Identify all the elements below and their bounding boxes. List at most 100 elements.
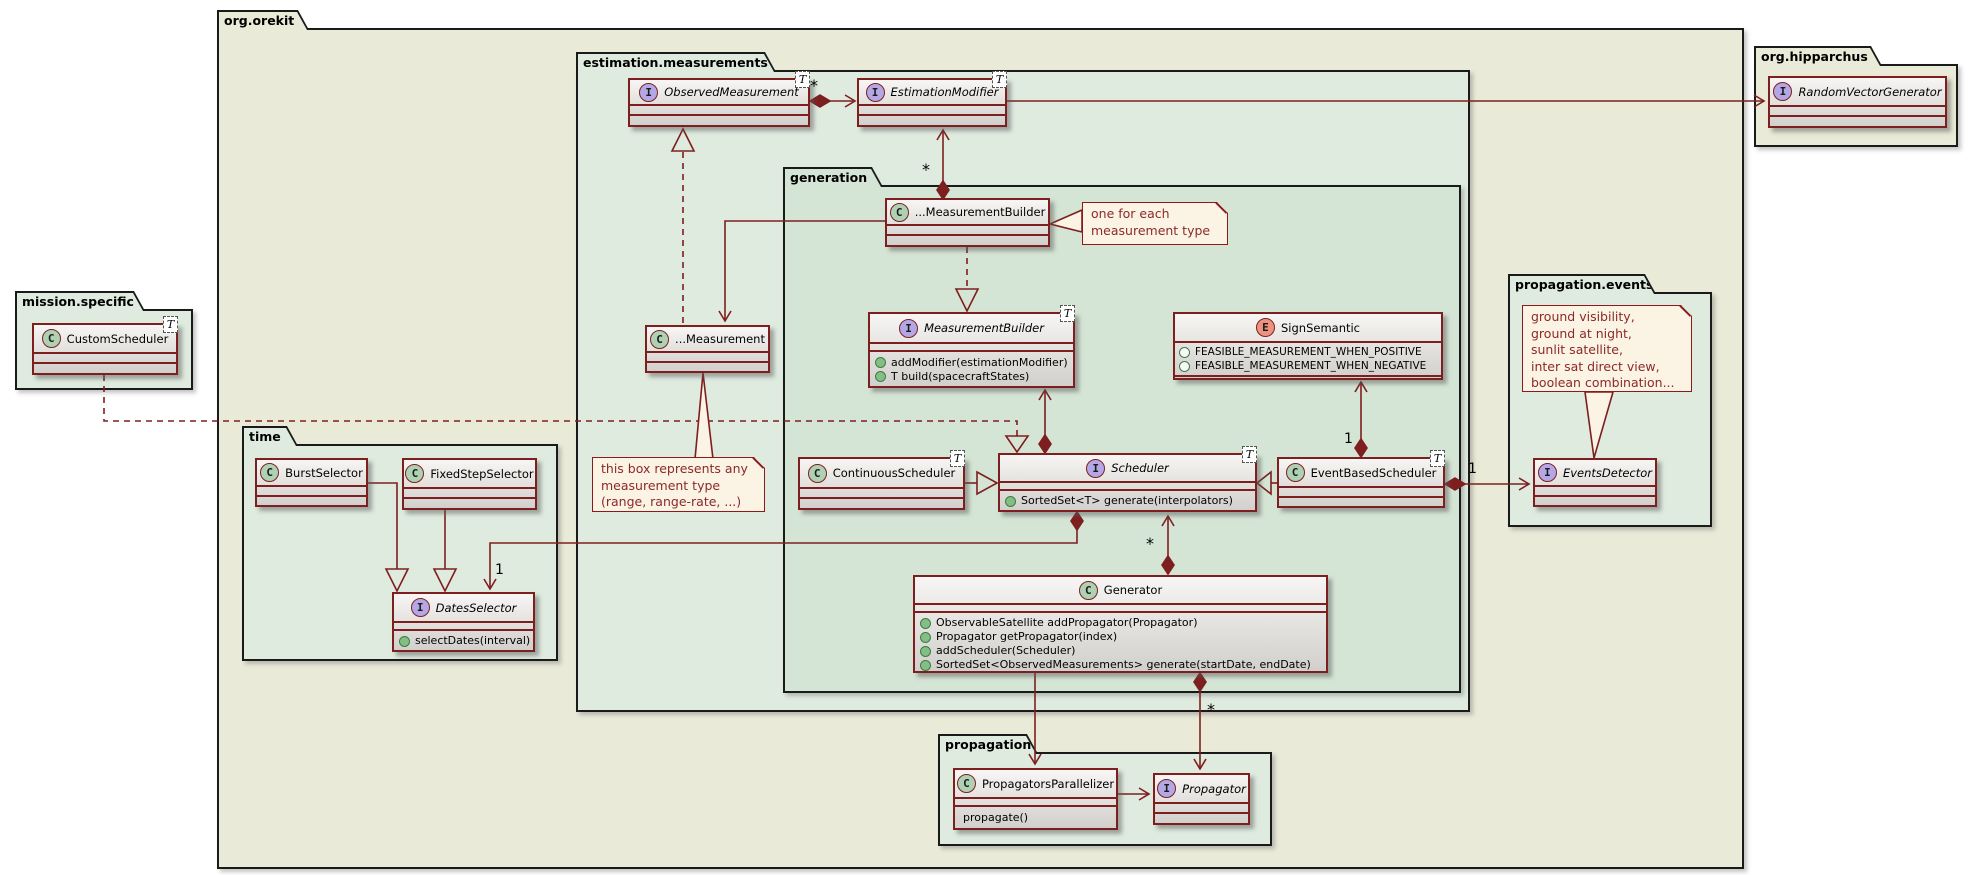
interface-icon: I: [1537, 463, 1557, 482]
class-propagators-parallelizer: C PropagatorsParallelizer propagate(): [953, 768, 1118, 830]
interface-propagator: I Propagator: [1153, 773, 1250, 825]
enum-icon: E: [1255, 318, 1275, 337]
method-row: addModifier(estimationModifier): [875, 356, 1068, 370]
method-row: T build(spacecraftStates): [875, 370, 1068, 384]
class-name: SignSemantic: [1280, 320, 1361, 335]
note-one-for-each: one for each measurement type: [1082, 202, 1228, 245]
class-icon: C: [807, 463, 827, 483]
interface-measurement-builder: T I MeasurementBuilder addModifier(estim…: [868, 305, 1075, 388]
class-random-vector-generator: I RandomVectorGenerator: [1768, 76, 1947, 128]
class-custom-scheduler: T C CustomScheduler: [32, 316, 178, 375]
multiplicity-label: *: [810, 76, 818, 95]
multiplicity-label: 1: [1468, 461, 1477, 477]
class-name: EventBasedScheduler: [1310, 465, 1437, 480]
package-tab-time: time: [242, 426, 298, 446]
interface-icon: I: [1086, 458, 1106, 478]
interface-icon: I: [1773, 82, 1793, 101]
class-name: Propagator: [1182, 781, 1246, 796]
multiplicity-label: 1: [1344, 431, 1353, 447]
class-name: RandomVectorGenerator: [1798, 84, 1942, 99]
interface-icon: I: [639, 82, 659, 102]
interface-icon: I: [899, 318, 919, 338]
class-name: CustomScheduler: [66, 331, 169, 346]
method-row: addScheduler(Scheduler): [920, 644, 1321, 658]
interface-scheduler: T I Scheduler SortedSet<T> generate(inte…: [998, 446, 1257, 512]
method-row: selectDates(interval): [399, 634, 530, 648]
generic-type-badge: T: [1430, 450, 1445, 467]
enum-constant-row: FEASIBLE_MEASUREMENT_WHEN_POSITIVE: [1179, 345, 1437, 359]
class-fixed-step-selector: C FixedStepSelector: [402, 458, 537, 510]
multiplicity-label: *: [922, 160, 930, 179]
class-name: ...Measurement: [675, 332, 765, 346]
class-name: BurstSelector: [285, 465, 363, 480]
method-row: propagate(): [963, 811, 1029, 824]
class-name: DatesSelector: [435, 600, 517, 615]
interface-events-detector: I EventsDetector: [1533, 458, 1657, 507]
package-tab-generation: generation: [783, 167, 883, 187]
class-name: PropagatorsParallelizer: [981, 776, 1115, 791]
class-name: Generator: [1103, 583, 1163, 597]
class-name: EstimationModifier: [890, 85, 999, 99]
class-name: FixedStepSelector: [430, 466, 534, 481]
class-continuous-scheduler: T C ContinuousScheduler: [798, 450, 965, 510]
class-name: EventsDetector: [1562, 465, 1653, 480]
interface-dates-selector: I DatesSelector selectDates(interval): [392, 592, 535, 652]
note-events-list: ground visibility, ground at night, sunl…: [1522, 305, 1692, 392]
class-event-based-scheduler: T C EventBasedScheduler: [1277, 450, 1445, 508]
enum-constant-icon: [1179, 346, 1190, 358]
generic-type-badge: T: [163, 316, 178, 333]
generic-type-badge: T: [795, 71, 810, 88]
class-estimation-modifier: T I EstimationModifier: [857, 71, 1007, 127]
class-name: ...MeasurementBuilder: [914, 205, 1046, 219]
public-method-icon: [920, 631, 931, 643]
generic-type-badge: T: [1060, 305, 1075, 322]
class-name: ObservedMeasurement: [664, 85, 799, 99]
multiplicity-label: *: [1146, 534, 1154, 553]
class-icon: C: [260, 463, 280, 482]
generic-type-badge: T: [1242, 446, 1257, 463]
public-method-icon: [875, 357, 886, 368]
interface-icon: I: [865, 82, 885, 102]
class-icon: C: [650, 329, 670, 349]
class-name: MeasurementBuilder: [924, 321, 1044, 335]
multiplicity-label: *: [1207, 700, 1215, 719]
public-method-icon: [920, 659, 931, 671]
class-icon: C: [1285, 463, 1305, 482]
package-tab-estimation-measurements: estimation.measurements: [576, 52, 776, 72]
class-concrete-measurement: C ...Measurement: [645, 325, 770, 373]
interface-icon: I: [1157, 779, 1177, 798]
class-burst-selector: C BurstSelector: [255, 458, 368, 507]
class-name: ContinuousScheduler: [832, 466, 956, 480]
class-name: Scheduler: [1111, 461, 1169, 475]
method-row: SortedSet<T> generate(interpolators): [1005, 494, 1250, 508]
method-row: Propagator getPropagator(index): [920, 630, 1321, 644]
generic-type-badge: T: [992, 71, 1007, 88]
method-row: SortedSet<ObservedMeasurements> generate…: [920, 658, 1321, 672]
class-concrete-measurement-builder: C ...MeasurementBuilder: [885, 198, 1050, 247]
enum-constant-icon: [1179, 360, 1190, 372]
generic-type-badge: T: [950, 450, 965, 467]
public-method-icon: [920, 645, 931, 657]
package-tab-org-orekit: org.orekit: [217, 10, 309, 30]
public-method-icon: [875, 371, 886, 382]
class-observed-measurement: T I ObservedMeasurement: [628, 71, 810, 127]
enum-sign-semantic: E SignSemantic FEASIBLE_MEASUREMENT_WHEN…: [1173, 312, 1443, 380]
class-icon: C: [1078, 580, 1098, 600]
class-icon: C: [405, 464, 425, 483]
class-generator: C Generator ObservableSatellite addPropa…: [913, 575, 1328, 673]
interface-icon: I: [410, 598, 430, 617]
class-icon: C: [889, 202, 909, 222]
note-measurement-type: this box represents any measurement type…: [592, 457, 765, 512]
public-method-icon: [1005, 495, 1016, 507]
public-method-icon: [920, 617, 931, 629]
package-tab-mission-specific: mission.specific: [15, 291, 145, 311]
package-tab-propagation-events: propagation.events: [1508, 274, 1656, 294]
class-icon: C: [956, 774, 976, 793]
package-tab-propagation: propagation: [938, 734, 1038, 754]
multiplicity-label: 1: [495, 562, 504, 578]
method-row: ObservableSatellite addPropagator(Propag…: [920, 616, 1321, 630]
public-method-icon: [399, 635, 410, 647]
class-icon: C: [41, 329, 61, 348]
enum-constant-row: FEASIBLE_MEASUREMENT_WHEN_NEGATIVE: [1179, 359, 1437, 373]
